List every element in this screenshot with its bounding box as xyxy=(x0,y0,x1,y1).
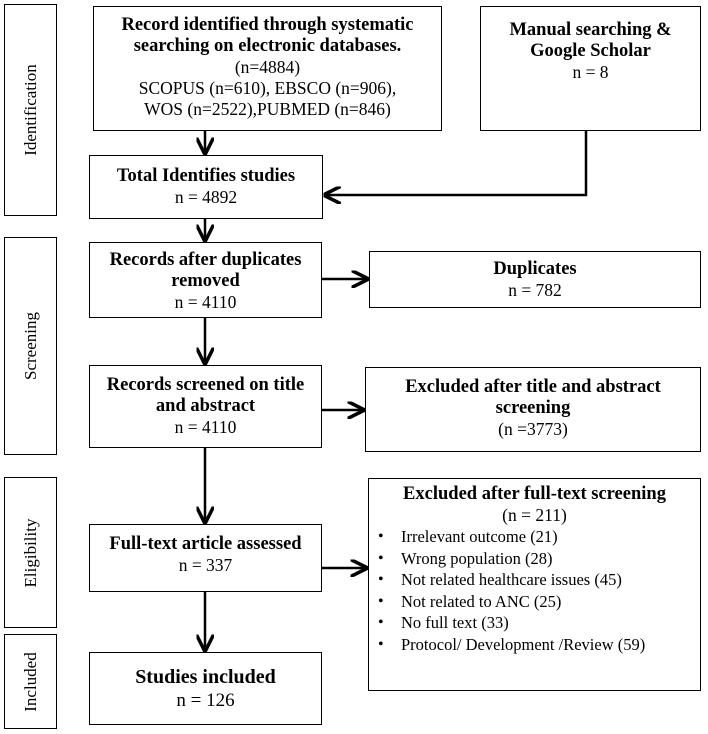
manual-search-box: Manual searching & Google Scholar n = 8 xyxy=(480,6,701,131)
exclusion-reason: No full text (33) xyxy=(369,612,700,634)
total-title: Total Identifies studies xyxy=(116,166,296,186)
identified-title-line1: Record identified through systematic xyxy=(121,15,414,35)
studies-included-box: Studies included n = 126 xyxy=(89,652,322,725)
screened-records-box: Records screened on title and abstract n… xyxy=(89,365,322,448)
after-duplicates-box: Records after duplicates removed n = 411… xyxy=(89,242,322,318)
screened-count: n = 4110 xyxy=(174,417,237,437)
manual-title-line2: Google Scholar xyxy=(530,41,651,61)
phase-identification: Identification xyxy=(4,4,57,216)
fulltext-assessed-box: Full-text article assessed n = 337 xyxy=(89,524,322,592)
identified-databases-line1: SCOPUS (n=610), EBSCO (n=906), xyxy=(138,78,397,98)
phase-eligibility: Eligibility xyxy=(4,477,57,628)
phase-screening: Screening xyxy=(4,237,57,455)
excluded-fulltext-count: (n = 211) xyxy=(502,505,567,525)
exclusion-reason: Irrelevant outcome (21) xyxy=(369,526,700,548)
identified-records-box: Record identified through systematic sea… xyxy=(93,6,442,131)
excluded-fulltext-box: Excluded after full-text screening (n = … xyxy=(368,478,701,691)
included-count: n = 126 xyxy=(176,690,235,711)
exclusion-reason: Not related to ANC (25) xyxy=(369,591,700,613)
screened-title-line1: Records screened on title xyxy=(106,375,305,395)
total-count: n = 4892 xyxy=(174,187,238,207)
duplicates-count: n = 782 xyxy=(508,280,562,300)
after-duplicates-count: n = 4110 xyxy=(174,292,237,312)
total-identified-box: Total Identifies studies n = 4892 xyxy=(89,155,323,219)
exclusion-reasons-list: Irrelevant outcome (21) Wrong population… xyxy=(369,526,700,655)
identified-title-line2: searching on electronic databases. xyxy=(133,36,402,56)
included-title: Studies included xyxy=(135,666,276,688)
excluded-title-abstract-box: Excluded after title and abstract screen… xyxy=(365,367,701,452)
after-duplicates-title-line2: removed xyxy=(171,271,240,291)
duplicates-title: Duplicates xyxy=(493,259,577,279)
fulltext-title: Full-text article assessed xyxy=(109,534,302,554)
exclusion-reason: Protocol/ Development /Review (59) xyxy=(369,634,700,656)
fulltext-count: n = 337 xyxy=(178,555,233,575)
arrow-manual-to-total xyxy=(325,131,588,195)
identified-count: (n=4884) xyxy=(234,57,301,77)
after-duplicates-title-line1: Records after duplicates xyxy=(109,250,302,270)
manual-count: n = 8 xyxy=(572,62,609,82)
exclusion-reason: Not related healthcare issues (45) xyxy=(369,569,700,591)
manual-title-line1: Manual searching & xyxy=(509,20,672,40)
excluded-fulltext-title: Excluded after full-text screening xyxy=(403,484,666,504)
identified-databases-line2: WOS (n=2522),PUBMED (n=846) xyxy=(144,99,391,119)
excluded-title-count: (n =3773) xyxy=(498,419,568,439)
excluded-title-line1: Excluded after title and abstract xyxy=(405,377,661,397)
duplicates-box: Duplicates n = 782 xyxy=(369,251,701,308)
screened-title-line2: and abstract xyxy=(155,396,256,416)
excluded-title-line2: screening xyxy=(495,398,571,418)
exclusion-reason: Wrong population (28) xyxy=(369,548,700,570)
phase-included: Included xyxy=(4,634,57,729)
